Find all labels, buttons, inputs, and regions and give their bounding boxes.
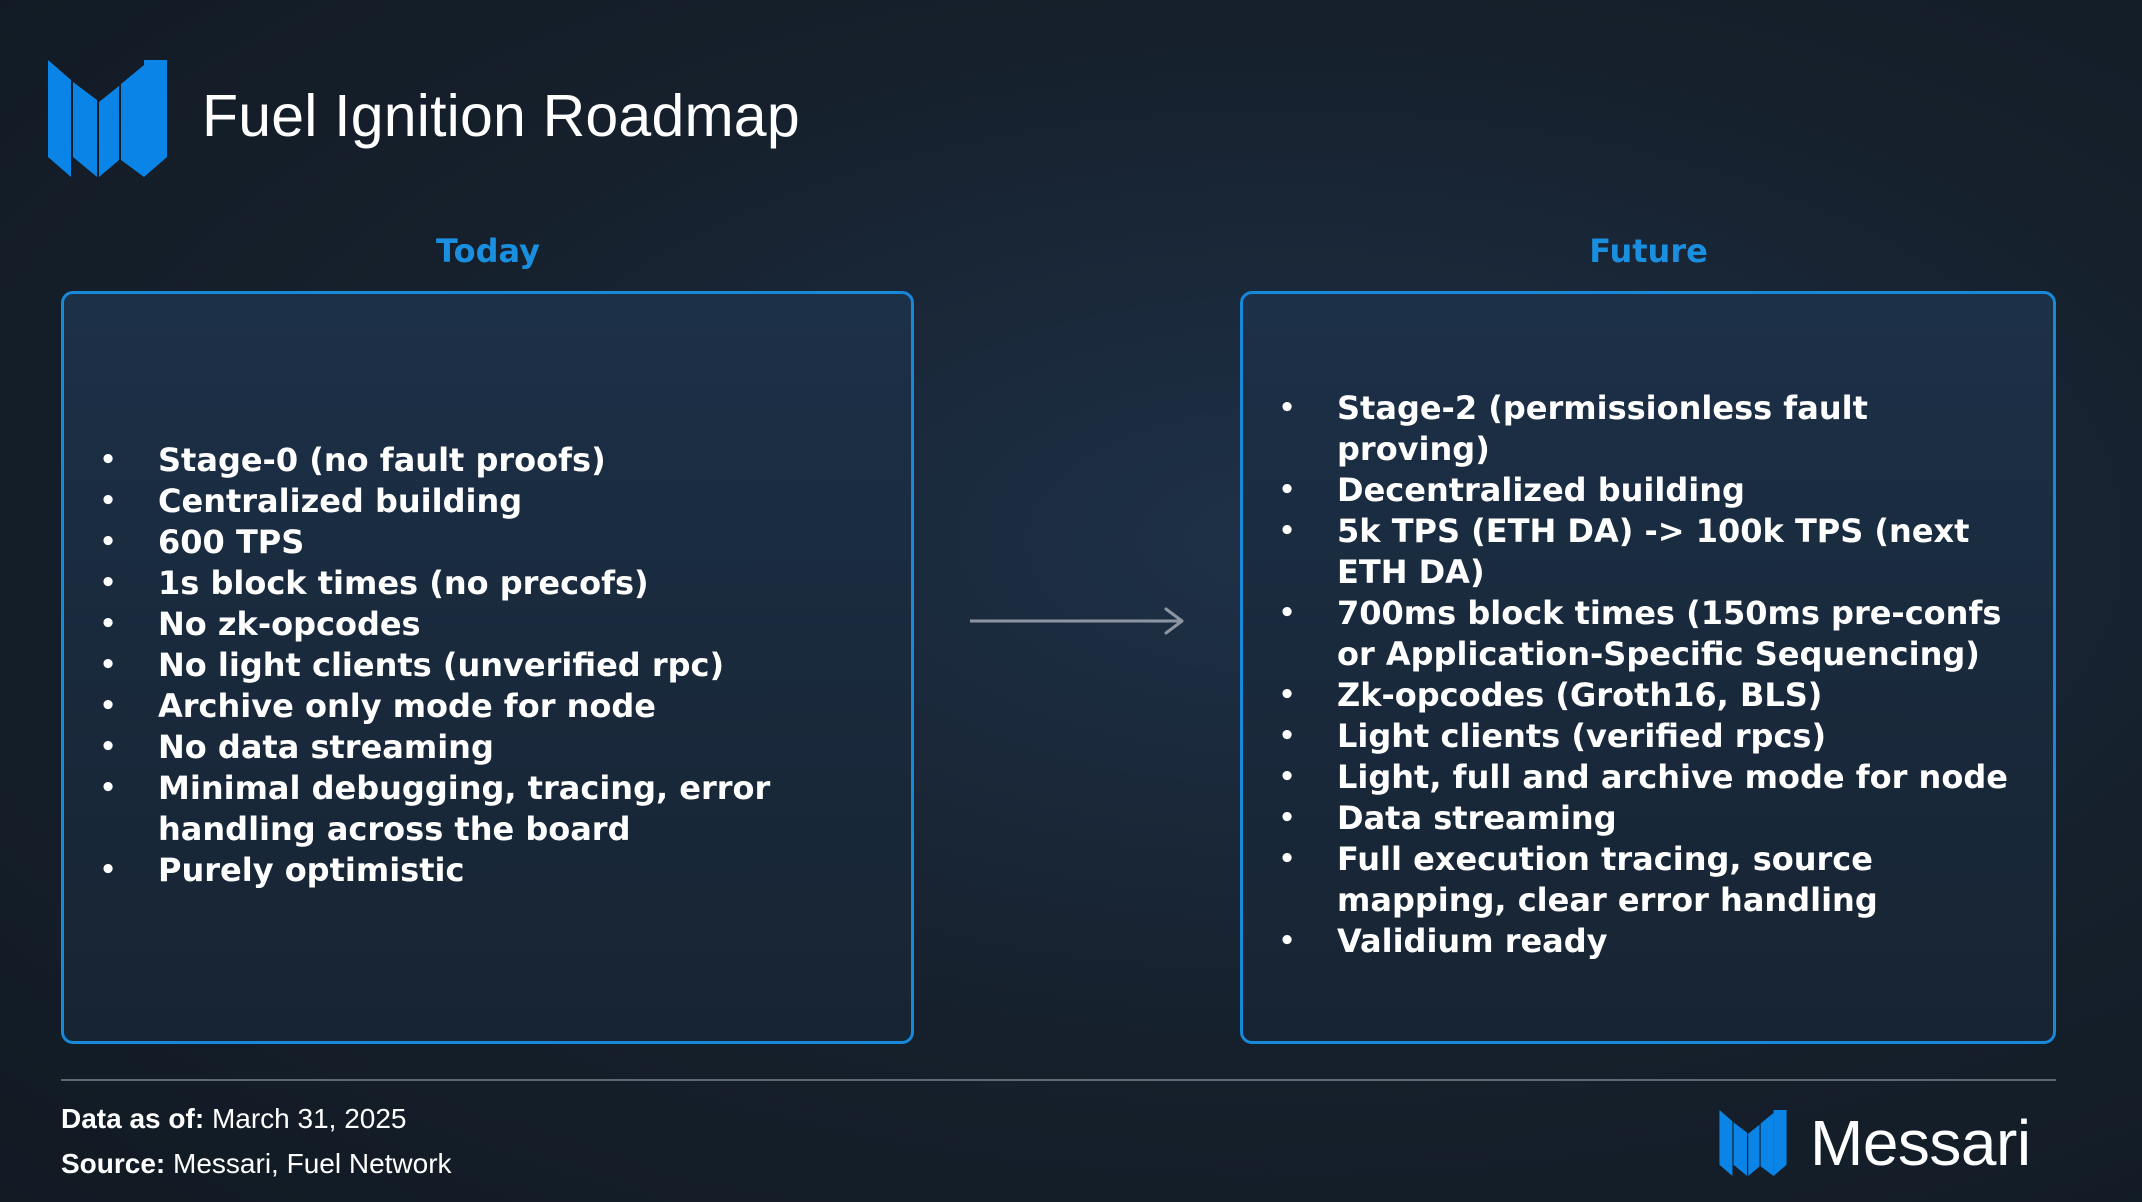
right-arrow-icon — [970, 607, 1184, 635]
list-item: 1s block times (no precofs) — [98, 563, 893, 604]
list-item: Purely optimistic — [98, 850, 893, 891]
future-heading: Future — [1589, 232, 1708, 270]
data-as-of-value: March 31, 2025 — [211, 1103, 407, 1134]
list-item: No light clients (unverified rpc) — [98, 645, 893, 686]
list-item: Data streaming — [1277, 798, 2027, 839]
list-item: Light clients (verified rpcs) — [1277, 716, 2027, 757]
source-value: Messari, Fuel Network — [173, 1148, 452, 1179]
list-item: No zk-opcodes — [98, 604, 893, 645]
future-list: Stage-2 (permissionless fault proving) D… — [1243, 388, 2053, 962]
today-heading: Today — [436, 232, 540, 270]
list-item: Light, full and archive mode for node — [1277, 757, 2027, 798]
data-as-of-label: Data as of: — [61, 1103, 205, 1134]
footer-divider — [61, 1079, 2056, 1081]
list-item: No data streaming — [98, 727, 893, 768]
today-list: Stage-0 (no fault proofs) Centralized bu… — [64, 440, 911, 891]
list-item: Validium ready — [1277, 921, 2027, 962]
data-as-of: Data as of: March 31, 2025 — [61, 1103, 407, 1135]
messari-logo-icon — [1719, 1110, 1787, 1176]
list-item: Zk-opcodes (Groth16, BLS) — [1277, 675, 2027, 716]
list-item: 5k TPS (ETH DA) -> 100k TPS (next ETH DA… — [1277, 511, 2027, 593]
brand-name: Messari — [1810, 1107, 2031, 1179]
source-label: Source: — [61, 1148, 166, 1179]
list-item: Decentralized building — [1277, 470, 2027, 511]
messari-logo-icon — [48, 60, 167, 177]
list-item: Stage-2 (permissionless fault proving) — [1277, 388, 2027, 470]
list-item: Minimal debugging, tracing, error handli… — [98, 768, 893, 850]
list-item: Stage-0 (no fault proofs) — [98, 440, 893, 481]
list-item: 600 TPS — [98, 522, 893, 563]
messari-brand: Messari — [1718, 1107, 2060, 1179]
list-item: 700ms block times (150ms pre-confs or Ap… — [1277, 593, 2027, 675]
today-panel: Stage-0 (no fault proofs) Centralized bu… — [61, 291, 914, 1044]
list-item: Full execution tracing, source mapping, … — [1277, 839, 2027, 921]
source-line: Source: Messari, Fuel Network — [61, 1148, 452, 1180]
list-item: Archive only mode for node — [98, 686, 893, 727]
future-panel: Stage-2 (permissionless fault proving) D… — [1240, 291, 2056, 1044]
list-item: Centralized building — [98, 481, 893, 522]
page-title: Fuel Ignition Roadmap — [202, 83, 800, 149]
